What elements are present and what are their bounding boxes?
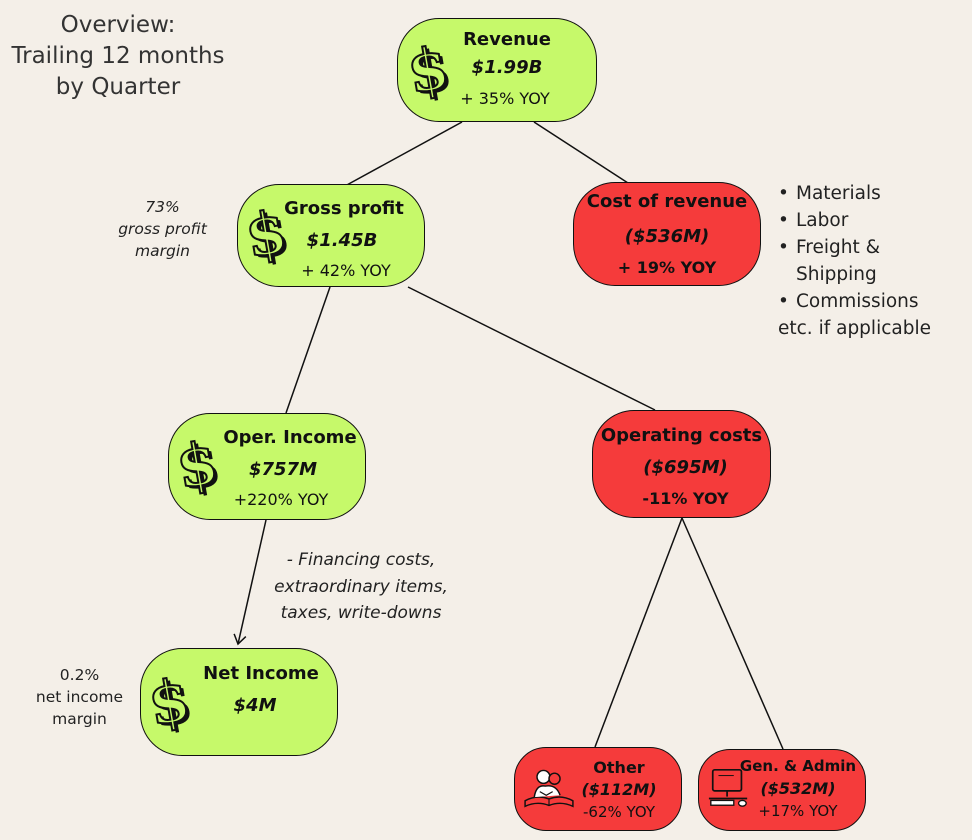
edge-gross-profit-operating-costs	[407, 286, 656, 411]
other-node: Other ($112M) -62% YOY	[514, 747, 682, 831]
cost-item: Labor	[778, 207, 931, 234]
cost-item: Commissions	[778, 288, 931, 315]
cost-items-footer: etc. if applicable	[778, 318, 931, 339]
financing-note: - Financing costs, extraordinary items, …	[274, 550, 448, 623]
revenue-yoy: + 35% YOY	[460, 89, 550, 108]
oper-income-label: Oper. Income	[223, 427, 357, 448]
cost-items-list: Materials Labor Freight & Shipping Commi…	[778, 180, 931, 342]
gross-margin-note: 73% gross profit margin	[118, 198, 207, 260]
gross-profit-label: Gross profit	[284, 198, 404, 219]
revenue-value: $1.99B	[471, 57, 543, 78]
net-income-value: $4M	[233, 695, 277, 716]
cost-of-revenue-label: Cost of revenue	[586, 191, 748, 212]
edge-revenue-cost-of-revenue	[533, 121, 629, 184]
cost-of-revenue-node: Cost of revenue ($536M) + 19% YOY	[573, 182, 761, 286]
cost-of-revenue-yoy: + 19% YOY	[617, 258, 717, 277]
computer-desk-icon	[708, 768, 748, 807]
edge-oper-income-net-income	[233, 519, 267, 646]
other-label: Other	[593, 758, 645, 777]
gen-admin-node: Gen. & Admin ($532M) +17% YOY	[698, 749, 866, 831]
net-margin-note: 0.2% net income margin	[35, 666, 124, 728]
oper-income-node: $ Oper. Income $757M +220% YOY	[168, 413, 366, 520]
gross-profit-yoy: + 42% YOY	[301, 261, 391, 280]
gross-profit-value: $1.45B	[306, 230, 378, 251]
edge-operating-costs-other	[594, 517, 683, 748]
net-income-node: $ Net Income $4M	[140, 648, 338, 756]
net-income-label: Net Income	[203, 663, 319, 684]
cost-of-revenue-value: ($536M)	[624, 226, 710, 247]
edge-revenue-gross-profit	[344, 121, 463, 187]
overview-title: Overview: Trailing 12 months by Quarter	[11, 12, 225, 100]
oper-income-value: $757M	[248, 459, 317, 480]
revenue-label: Revenue	[463, 29, 551, 50]
operating-costs-label: Operating costs	[600, 425, 763, 446]
person-reading-book-icon	[524, 769, 574, 808]
other-yoy: -62% YOY	[582, 803, 655, 821]
gross-profit-node: $ Gross profit $1.45B + 42% YOY	[237, 184, 425, 287]
other-value: ($112M)	[581, 780, 657, 799]
cost-item: Materials	[778, 180, 931, 207]
gen-admin-label: Gen. & Admin	[739, 757, 857, 775]
oper-income-yoy: +220% YOY	[233, 490, 329, 509]
revenue-node: $ Revenue $1.99B + 35% YOY	[397, 18, 597, 122]
operating-costs-yoy: -11% YOY	[642, 489, 729, 508]
operating-costs-value: ($695M)	[643, 457, 728, 478]
gen-admin-yoy: +17% YOY	[758, 802, 838, 820]
gen-admin-value: ($532M)	[760, 779, 836, 798]
operating-costs-node: Operating costs ($695M) -11% YOY	[592, 410, 771, 518]
cost-item: Freight & Shipping	[778, 234, 931, 288]
edge-operating-costs-gen-admin	[681, 517, 784, 750]
edge-gross-profit-oper-income	[285, 286, 331, 414]
